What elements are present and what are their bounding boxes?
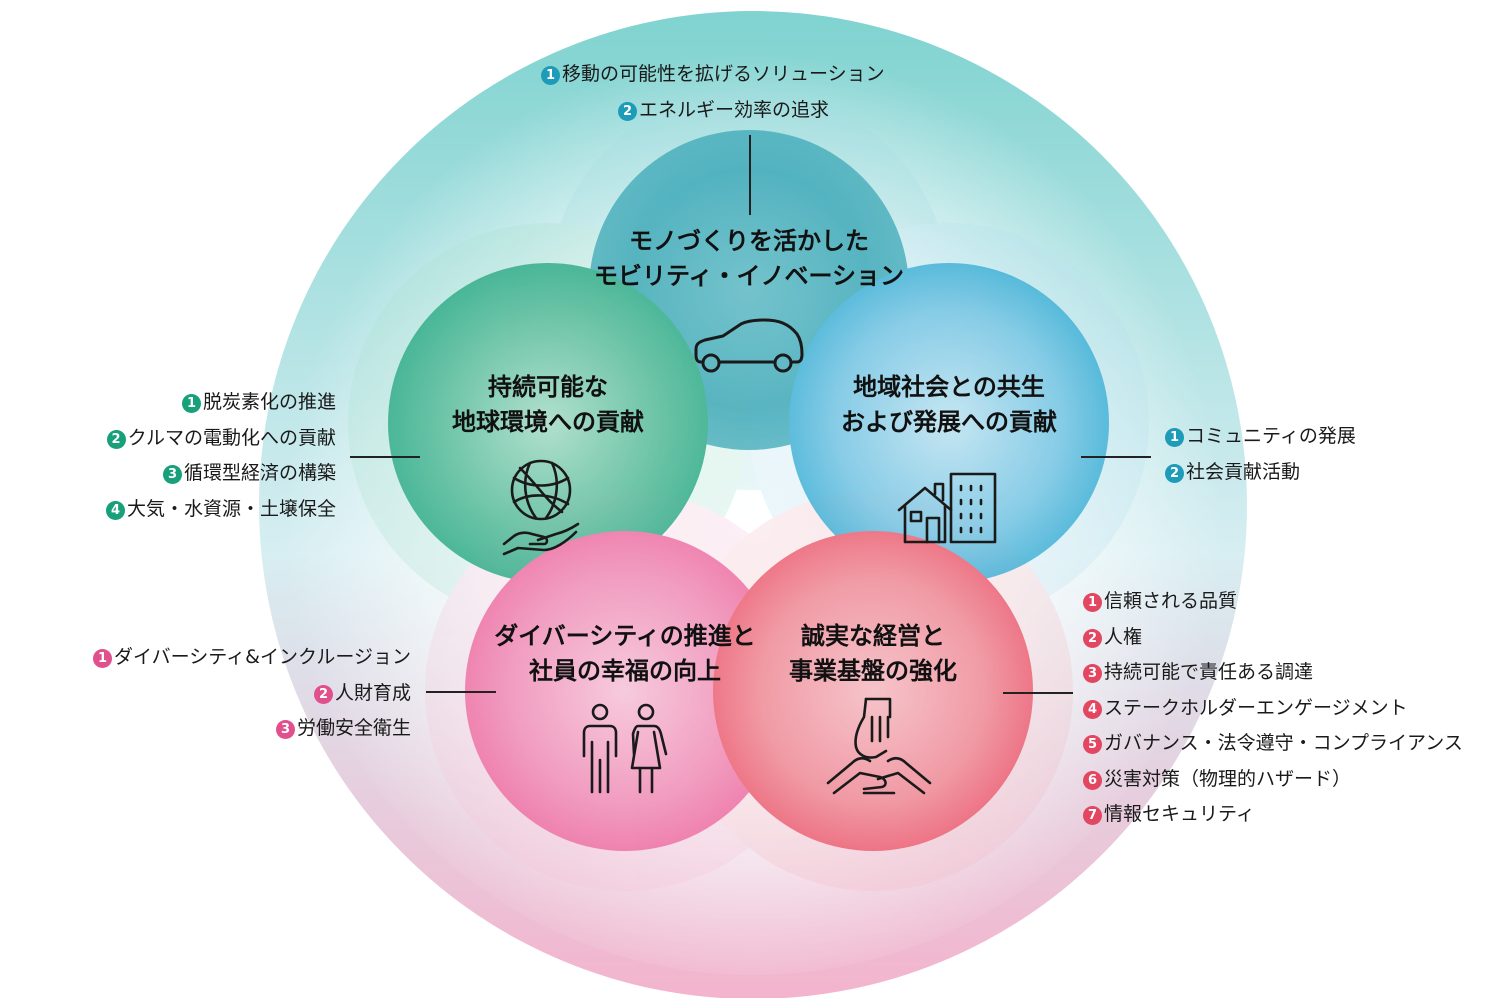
number-badge: 6	[1083, 770, 1102, 790]
number-badge: 2	[106, 429, 126, 449]
right-circle-label-line1: 地域社会との共生	[853, 373, 1045, 401]
top-circle-label: モノづくりを活かした モビリティ・イノベーション	[569, 224, 929, 294]
number-badge: 1	[93, 649, 113, 668]
number-badge: 4	[1083, 699, 1102, 719]
bottom-right-circle-label-line2: 事業基盤の強化	[789, 657, 957, 685]
bottom-left-circle-label-line2: 社員の幸福の向上	[529, 657, 721, 685]
number-badge: 5	[1083, 735, 1102, 754]
top-connector	[749, 135, 751, 215]
bottom-right-circle	[713, 531, 1033, 851]
bottom-right-list-item-text: 持続可能で責任ある調達	[1104, 661, 1314, 683]
bottom-right-list-item-text: 信頼される品質	[1104, 590, 1238, 612]
number-badge: 1	[181, 394, 201, 413]
left-circle	[388, 263, 708, 583]
bottom-right-list-item-text: 災害対策（物理的ハザード）	[1104, 767, 1352, 790]
joined-hands-icon	[826, 697, 932, 795]
left-list-item-text: 循環型経済の構築	[183, 462, 336, 484]
number-badge: 3	[162, 465, 182, 484]
right-list-item-text: コミュニティの発展	[1186, 425, 1356, 447]
number-badge: 1	[1165, 428, 1184, 447]
right-circle-label-line2: および発展への貢献	[841, 408, 1057, 436]
number-badge: 4	[105, 500, 125, 520]
number-badge: 2	[313, 684, 333, 704]
bottom-left-list-item-text: 労働安全衛生	[296, 717, 411, 739]
right-circle	[789, 263, 1109, 583]
right-connector	[1081, 456, 1151, 458]
top-circle-label-line2: モビリティ・イノベーション	[593, 262, 905, 290]
number-badge: 7	[1083, 806, 1102, 825]
people-icon	[582, 703, 668, 794]
number-badge: 1	[1083, 593, 1102, 612]
left-connector	[350, 456, 420, 458]
bottom-right-circle-label-line1: 誠実な経営と	[801, 622, 945, 650]
number-badge: 2	[1083, 628, 1102, 648]
bottom-right-list-item-text: ガバナンス・法令遵守・コンプライアンス	[1104, 732, 1463, 754]
bottom-right-connector	[1003, 692, 1073, 694]
left-list-item-text: 脱炭素化の推進	[202, 391, 336, 413]
bottom-left-circle-label: ダイバーシティの推進と 社員の幸福の向上	[475, 619, 775, 689]
top-list-item-text: エネルギー効率の追求	[639, 98, 830, 121]
number-badge: 3	[275, 720, 295, 739]
bottom-right-list-item-text: 人権	[1104, 625, 1143, 648]
bottom-left-connector	[426, 691, 496, 693]
buildings-icon	[897, 472, 997, 544]
top-circle-label-line1: モノづくりを活かした	[629, 227, 869, 255]
left-circle-label: 持続可能な 地球環境への貢献	[418, 370, 678, 440]
bottom-right-list-item-text: ステークホルダーエンゲージメント	[1104, 696, 1408, 719]
right-list-item-text: 社会貢献活動	[1186, 460, 1301, 483]
left-circle-label-line2: 地球環境への貢献	[452, 408, 644, 436]
number-badge: 3	[1083, 664, 1102, 683]
bottom-left-list-item-text: 人財育成	[334, 681, 411, 704]
car-icon	[694, 318, 804, 373]
left-circle-label-line1: 持続可能な	[488, 373, 608, 401]
bottom-right-list-item-text: 情報セキュリティ	[1104, 803, 1255, 825]
left-list-item-text: 大気・水資源・土壌保全	[126, 497, 336, 520]
bottom-left-list-item-text: ダイバーシティ&インクルージョン	[114, 646, 411, 668]
globe-in-hand-icon	[502, 459, 580, 556]
bottom-left-circle-label-line1: ダイバーシティの推進と	[494, 622, 756, 650]
right-circle-label: 地域社会との共生 および発展への貢献	[814, 370, 1084, 440]
number-badge: 2	[1165, 463, 1184, 483]
left-list-item-text: クルマの電動化への貢献	[127, 426, 336, 449]
bottom-right-circle-label: 誠実な経営と 事業基盤の強化	[773, 619, 973, 689]
bottom-left-circle	[465, 531, 785, 851]
top-list-item-text: 移動の可能性を拡げるソリューション	[562, 63, 885, 85]
number-badge: 1	[541, 66, 560, 85]
number-badge: 2	[618, 101, 637, 121]
